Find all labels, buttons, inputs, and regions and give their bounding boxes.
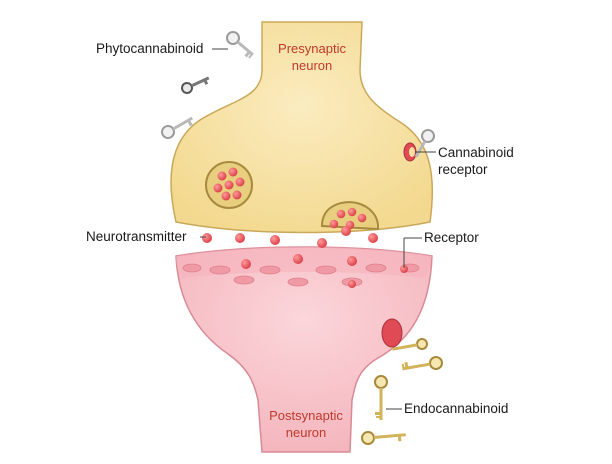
fusing-vesicle-neurotransmitters xyxy=(329,207,367,230)
gold-key-icon xyxy=(361,431,406,445)
gold-key-icon xyxy=(374,375,388,420)
silver-key-icon xyxy=(161,116,193,139)
phytocannabinoid-label: Phytocannabinoid xyxy=(96,41,204,56)
postsynaptic-cannabinoid-receptor xyxy=(381,318,403,348)
cannabinoid-receptor-site xyxy=(403,142,417,162)
presynaptic-label: Presynaptic neuron xyxy=(262,40,362,74)
gold-key-icon xyxy=(392,338,428,351)
silver-key-icon xyxy=(181,76,210,94)
presynaptic-label-line1: Presynaptic xyxy=(278,41,346,56)
postsynaptic-label-line1: Postsynaptic xyxy=(269,408,343,423)
cannabinoid-receptor-label-line1: Cannabinoid xyxy=(438,145,514,160)
cannabinoid-receptor-label-line2: receptor xyxy=(438,162,488,177)
neurotransmitters-cleft xyxy=(202,226,408,288)
presynaptic-label-line2: neuron xyxy=(291,58,333,73)
cannabinoid-receptor-label: Cannabinoid receptor xyxy=(438,144,514,178)
leader-lines xyxy=(200,48,436,410)
postsynaptic-label: Postsynaptic neuron xyxy=(256,407,356,441)
gold-key-icon xyxy=(401,356,443,371)
vesicle-neurotransmitters xyxy=(213,167,245,201)
endocannabinoid-label: Endocannabinoid xyxy=(404,401,509,416)
neurotransmitter-label: Neurotransmitter xyxy=(86,229,187,244)
postsynaptic-label-line2: neuron xyxy=(285,425,327,440)
receptor-label: Receptor xyxy=(424,230,479,245)
silver-key-icon xyxy=(226,31,254,59)
silver-key-icon xyxy=(414,129,435,158)
